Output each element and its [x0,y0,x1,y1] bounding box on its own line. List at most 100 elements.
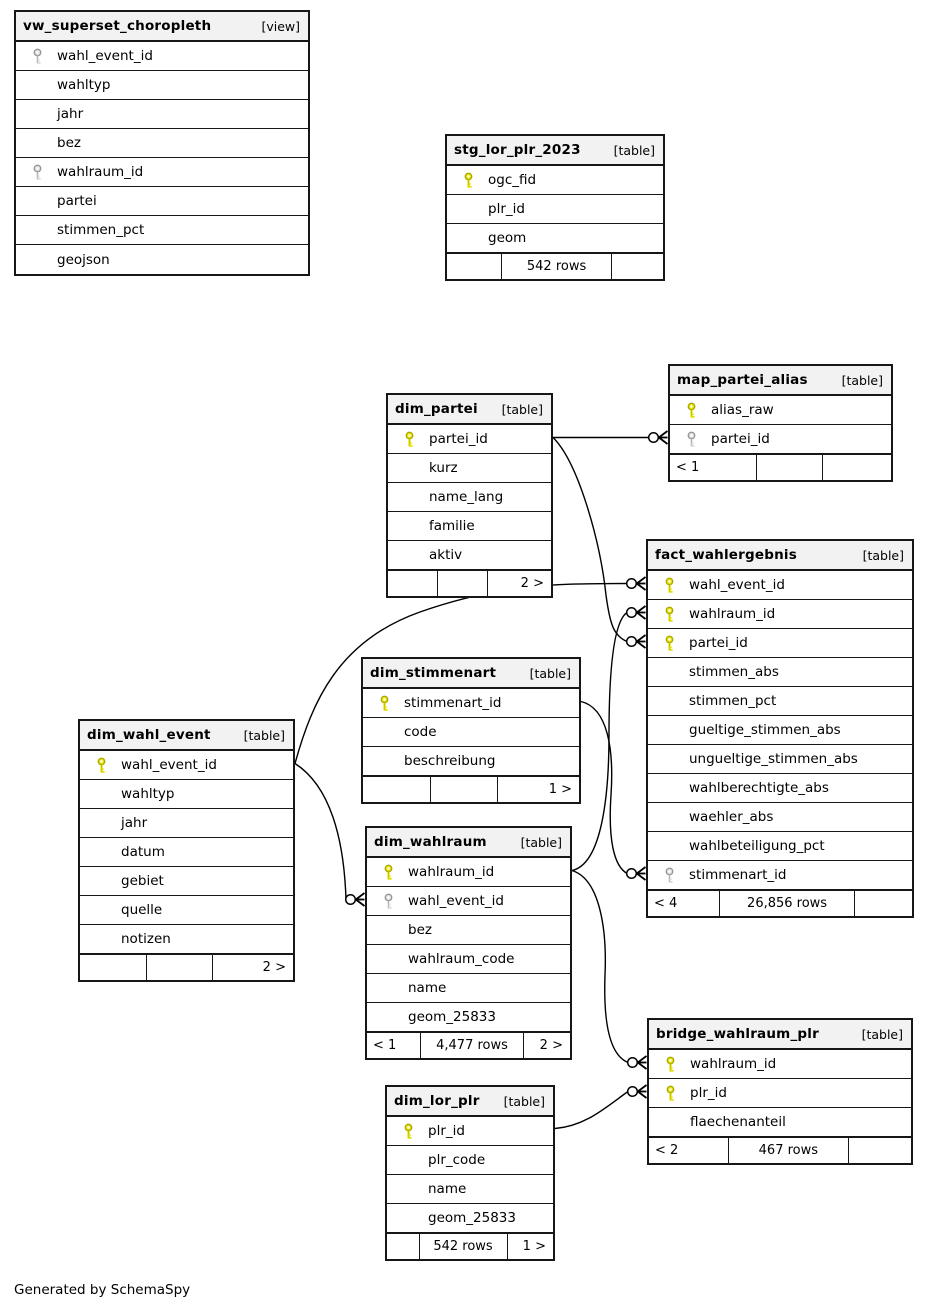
table-header[interactable]: dim_partei[table] [388,395,551,425]
column-row-alias_raw: alias_raw [670,396,891,425]
column-row-name: name [367,974,570,1003]
column-row-familie: familie [388,512,551,541]
column-row-stimmen_abs: stimmen_abs [648,658,912,687]
column-name: geojson [57,251,110,268]
column-row-wahlraum_id: wahlraum_id [649,1050,911,1079]
column-row-bez: bez [367,916,570,945]
column-name: wahlraum_id [690,1056,777,1072]
primary-key-icon [464,172,472,188]
column-name: stimmen_pct [57,222,145,238]
primary-key-icon [380,695,388,711]
key-slot [661,867,677,884]
column-row-name_lang: name_lang [388,483,551,512]
related-parents: < 4 [654,896,678,911]
key-slot [376,695,392,712]
key-slot [661,606,677,623]
column-name: flaechenanteil [690,1114,786,1130]
table-name: dim_partei [395,401,478,417]
column-row-jahr: jahr [80,809,293,838]
related-parents [363,777,430,802]
column-name: datum [121,844,165,860]
table-name: dim_lor_plr [394,1093,480,1109]
table-header[interactable]: map_partei_alias[table] [670,366,891,396]
column-row-wahlberechtigte_abs: wahlberechtigte_abs [648,774,912,803]
foreign-key-icon [687,431,695,447]
column-row-ogc_fid: ogc_fid [447,166,663,195]
column-row-plr_id: plr_id [447,195,663,224]
column-row-wahlraum_id: wahlraum_id [648,600,912,629]
column-name: alias_raw [711,402,774,418]
primary-key-icon [665,635,673,651]
column-row-plr_id: plr_id [649,1079,911,1108]
column-name: wahlraum_id [689,606,776,622]
column-row-datum: datum [80,838,293,867]
table-header[interactable]: dim_wahl_event[table] [80,721,293,751]
column-row-geom_25833: geom_25833 [387,1204,553,1233]
column-row-partei_id: partei_id [670,425,891,454]
column-name: geom [488,230,527,246]
foreign-key-icon [33,48,41,64]
key-slot [380,893,396,910]
table-header[interactable]: dim_stimmenart[table] [363,659,579,689]
table-header[interactable]: stg_lor_plr_2023[table] [447,136,663,166]
key-slot [460,172,476,189]
column-name: wahltyp [57,77,111,93]
column-row-partei_id: partei_id [648,629,912,658]
key-slot [662,1085,678,1102]
table-header[interactable]: dim_lor_plr[table] [387,1087,553,1117]
column-row-wahl_event_id: wahl_event_id [367,887,570,916]
primary-key-icon [404,1123,412,1139]
column-row-ungueltige_stimmen_abs: ungueltige_stimmen_abs [648,745,912,774]
key-slot [29,48,45,65]
column-name: wahl_event_id [689,577,785,593]
column-name: stimmen_pct [689,693,777,709]
table-name: dim_wahl_event [87,727,211,743]
column-name: jahr [57,106,84,122]
column-name: name [408,980,447,996]
column-name: code [404,724,437,740]
column-row-geom_25833: geom_25833 [367,1003,570,1032]
table-header[interactable]: fact_wahlergebnis[table] [648,541,912,571]
generated-by-note: Generated by SchemaSpy [14,1282,191,1298]
foreign-key-icon [33,164,41,180]
column-row-geom: geom [447,224,663,253]
column-row-stimmen_pct: stimmen_pct [16,216,308,245]
column-row-wahltyp: wahltyp [16,71,308,100]
column-row-bez: bez [16,129,308,158]
table-node-vw_superset_choropleth: vw_superset_choropleth[view] wahl_event_i… [14,10,310,276]
column-row-name: name [387,1175,553,1204]
column-name: name [428,1181,467,1197]
column-row-kurz: kurz [388,454,551,483]
row-count [146,955,212,980]
primary-key-icon [665,606,673,622]
column-name: familie [429,518,475,534]
column-row-plr_code: plr_code [387,1146,553,1175]
column-name: stimmenart_id [689,867,787,883]
column-name: wahltyp [121,786,175,802]
column-name: wahl_event_id [57,48,153,64]
column-name: wahl_event_id [408,893,504,909]
column-name: partei_id [689,635,748,651]
primary-key-icon [666,1085,674,1101]
table-type-badge: [table] [862,547,904,563]
table-header[interactable]: vw_superset_choropleth[view] [16,12,308,42]
table-header[interactable]: dim_wahlraum[table] [367,828,570,858]
column-name: ungueltige_stimmen_abs [689,751,858,767]
column-name: stimmenart_id [404,695,502,711]
key-slot [683,431,699,448]
primary-key-icon [665,577,673,593]
column-row-code: code [363,718,579,747]
related-children [822,455,891,480]
table-type-badge: [table] [529,665,571,681]
table-name: bridge_wahlraum_plr [656,1026,819,1042]
primary-key-icon [405,431,413,447]
primary-key-icon [687,402,695,418]
table-header[interactable]: bridge_wahlraum_plr[table] [649,1020,911,1050]
related-children: 2 > [212,955,293,980]
